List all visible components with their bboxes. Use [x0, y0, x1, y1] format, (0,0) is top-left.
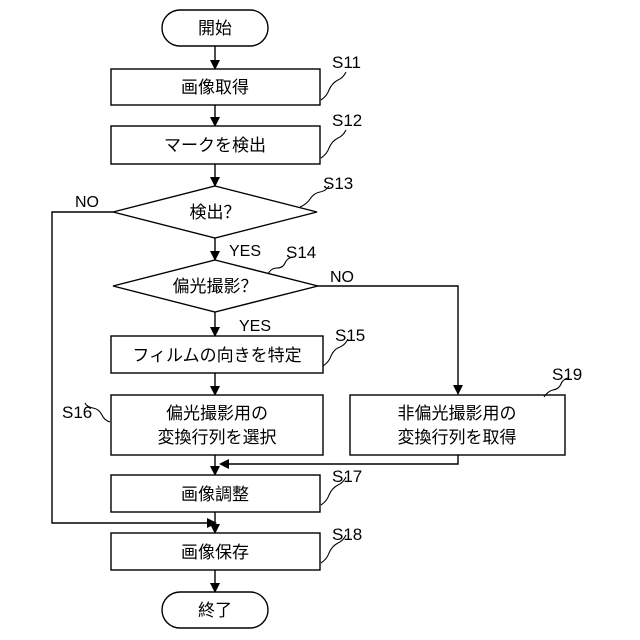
s14-yes-label: YES — [239, 318, 271, 335]
s19-acquire-nonpolarized-matrix: 非偏光撮影用の 変換行列を取得 — [350, 395, 565, 455]
arrowhead-s19 — [453, 385, 463, 395]
s16-label-line1: 偏光撮影用の — [166, 404, 268, 424]
s13-step-number: S13 — [323, 174, 353, 193]
s14-step-number: S14 — [286, 243, 316, 262]
s16-select-polarized-matrix: 偏光撮影用の 変換行列を選択 — [111, 395, 323, 455]
s19-label-line2: 変換行列を取得 — [398, 428, 517, 448]
start-terminal: 開始 — [162, 10, 268, 46]
s17-adjust-image: 画像調整 — [111, 475, 320, 512]
s12-leader — [321, 130, 346, 158]
s13-yes-label: YES — [229, 243, 261, 260]
arrowhead-s19-return-join — [219, 459, 229, 469]
s15-step-number: S15 — [335, 326, 365, 345]
s14-polarized-decision: 偏光撮影？ — [113, 260, 318, 312]
start-terminal-label: 開始 — [198, 19, 232, 39]
s12-detect-mark: マークを検出 — [111, 126, 320, 164]
s18-step-number: S18 — [332, 525, 362, 544]
s11-step-number: S11 — [332, 53, 361, 72]
end-terminal-label: 終了 — [198, 601, 232, 621]
s12-label: マークを検出 — [164, 136, 266, 156]
s11-acquire-image: 画像取得 — [111, 69, 320, 105]
s14-no-label: NO — [330, 269, 354, 286]
s16-label-line2: 変換行列を選択 — [158, 428, 277, 448]
s17-label: 画像調整 — [181, 485, 249, 505]
s14-label: 偏光撮影？ — [173, 277, 258, 297]
s18-label: 画像保存 — [181, 543, 249, 563]
s16-step-number: S16 — [62, 403, 92, 422]
s11-leader — [321, 72, 346, 100]
s12-step-number: S12 — [332, 111, 362, 130]
s18-save-image: 画像保存 — [111, 533, 320, 570]
s15-label: フィルムの向きを特定 — [132, 346, 301, 366]
s15-identify-film-orientation: フィルムの向きを特定 — [111, 336, 323, 373]
s13-label: 検出？ — [190, 203, 241, 223]
s13-detected-decision: 検出？ — [113, 186, 317, 238]
s11-label: 画像取得 — [181, 78, 249, 98]
s13-no-label: NO — [75, 194, 99, 211]
s17-step-number: S17 — [332, 467, 362, 486]
s19-label-line1: 非偏光撮影用の — [398, 404, 517, 424]
end-terminal: 終了 — [162, 592, 268, 628]
connector-s19-return — [221, 455, 458, 464]
s19-step-number: S19 — [552, 365, 582, 384]
